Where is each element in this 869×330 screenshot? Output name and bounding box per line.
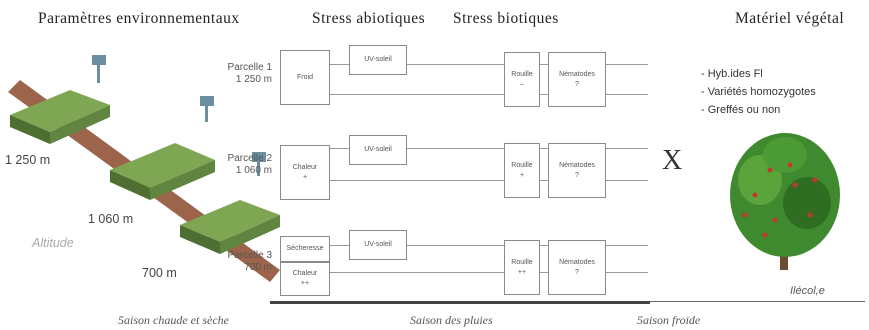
row-2-connector-bottom xyxy=(308,180,648,181)
row-3-connector-bottom xyxy=(308,272,648,273)
uv-box-row-1: UV-soleil xyxy=(349,45,407,75)
coffee-tree-illustration xyxy=(730,133,840,270)
material-item-1: - Hyb.ides Fl xyxy=(701,68,763,80)
row-1-connector-bottom xyxy=(308,94,648,95)
altitude-high-label: 1 250 m xyxy=(5,153,51,167)
altitude-illustration xyxy=(8,55,280,282)
header-plant-material: Matériel végétal xyxy=(735,10,845,27)
season-hot-dry: 5aison chaude et sèche xyxy=(118,313,229,327)
altitude-axis-label: Altitude xyxy=(32,236,74,250)
plot-low-altitude xyxy=(180,200,280,254)
rust-box-row-1: Rouille – xyxy=(504,52,540,107)
material-item-3: - Greffés ou non xyxy=(701,104,781,116)
header-environment: Paramètres environnementaux xyxy=(38,10,240,27)
nematode-box-row-1: Nématodes ? xyxy=(548,52,606,107)
stress-box-heat-plus: Chaleur ++ xyxy=(280,262,330,296)
header-biotic-stress: Stress biotiques xyxy=(453,10,559,27)
uv-box-row-3: UV-soleil xyxy=(349,230,407,260)
uv-box-row-2: UV-soleil xyxy=(349,135,407,165)
stress-box-cold: Froid xyxy=(280,50,330,105)
multiply-symbol: X xyxy=(662,145,683,176)
season-rainy: Saison des pluies xyxy=(410,313,493,327)
material-item-2: - Variétés homozygotes xyxy=(701,86,816,98)
altitude-low-label: 700 m xyxy=(142,266,177,280)
nematode-box-row-2: Nématodes ? xyxy=(548,143,606,198)
rust-box-row-3: Rouille ++ xyxy=(504,240,540,295)
row-2-connector xyxy=(308,148,648,149)
plot-mid-altitude xyxy=(110,143,215,200)
altitude-mid-label: 1 060 m xyxy=(88,212,134,226)
timeline-bar-light xyxy=(650,301,865,302)
rust-box-row-2: Rouille + xyxy=(504,143,540,198)
plot-high-altitude xyxy=(10,90,110,144)
timeline-bar-dark xyxy=(270,301,650,304)
stress-box-heat: Chaleur + xyxy=(280,145,330,200)
nematode-box-row-3: Nématodes ? xyxy=(548,240,606,295)
weather-station-icon xyxy=(92,55,266,176)
image-credit: Ilécol,e xyxy=(790,285,825,297)
row-1-connector xyxy=(308,64,648,65)
stress-box-drought: Sécheresse xyxy=(280,236,330,262)
season-cold: 5aison froide xyxy=(637,313,701,327)
row-3-connector xyxy=(308,245,648,246)
header-abiotic-stress: Stress abiotiques xyxy=(312,10,426,27)
